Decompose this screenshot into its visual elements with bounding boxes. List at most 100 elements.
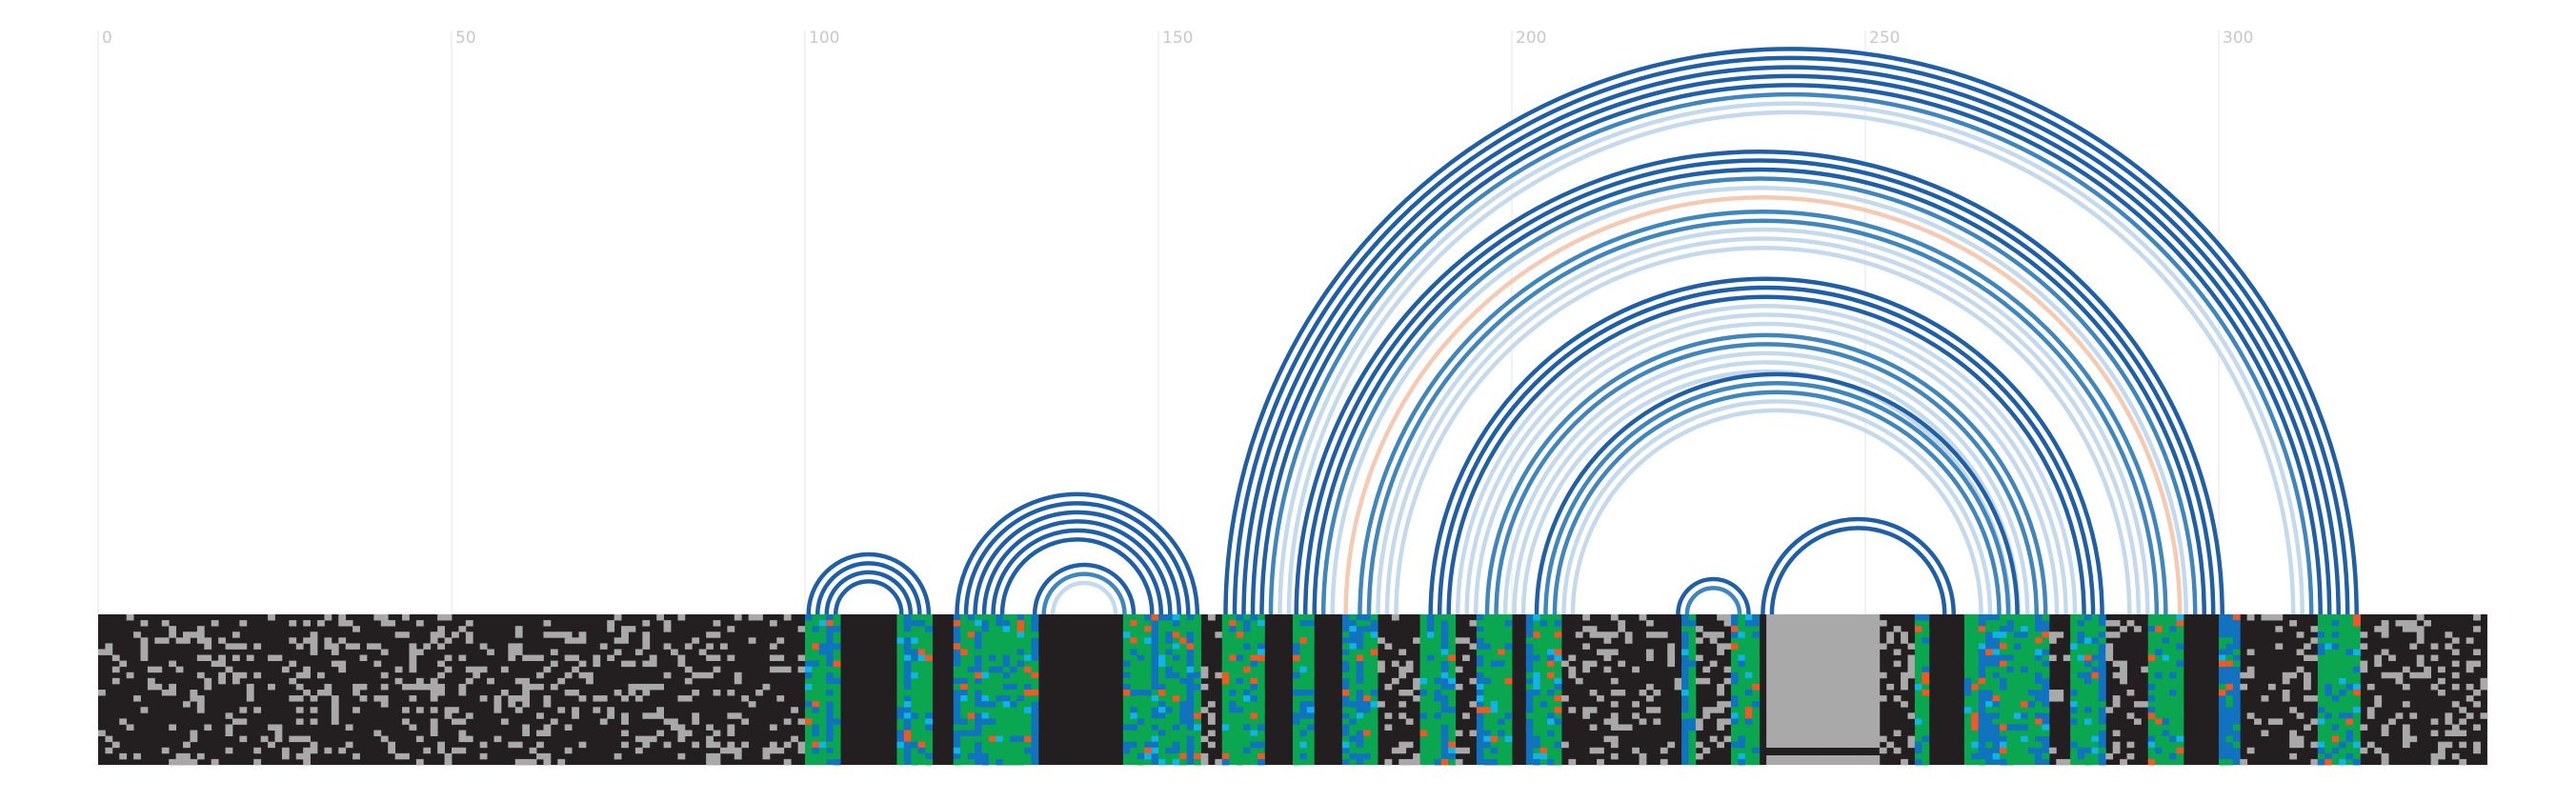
track-cell — [2381, 672, 2389, 679]
track-cell — [373, 695, 382, 702]
track-cell — [2035, 637, 2043, 644]
track-cell — [514, 741, 523, 749]
track-cell — [692, 718, 700, 725]
track-cell — [833, 614, 841, 765]
track-cell — [2042, 614, 2050, 621]
track-cell — [1992, 620, 2001, 627]
track-cell — [1158, 712, 1166, 719]
track-cell — [578, 632, 587, 638]
track-cell — [1413, 683, 1420, 691]
track-cell — [960, 649, 969, 655]
track-cell — [2077, 620, 2085, 627]
track-cell — [1992, 735, 2001, 743]
track-cell — [1865, 614, 1873, 748]
track-cell — [2416, 660, 2425, 668]
track-cell — [826, 683, 835, 691]
track-cell — [430, 683, 438, 691]
track-cell — [967, 666, 976, 673]
track-cell — [175, 752, 184, 760]
track-cell — [2339, 690, 2346, 696]
track-cell — [2289, 741, 2298, 749]
track-cell — [1363, 614, 1371, 621]
track-cell — [2021, 614, 2029, 621]
track-cell — [1130, 637, 1138, 644]
track-cell — [1865, 755, 1873, 765]
track-cell — [1547, 741, 1555, 749]
track-cell — [1299, 666, 1308, 673]
track-cell — [1426, 677, 1435, 685]
track-cell — [727, 712, 735, 719]
track-cell — [1476, 724, 1484, 731]
track-cell — [437, 632, 445, 638]
track-cell — [225, 712, 233, 719]
track-cell — [1299, 620, 1308, 627]
track-cell — [231, 672, 240, 679]
track-cell — [1363, 614, 1371, 765]
track-cell — [1744, 718, 1753, 725]
track-cell — [2035, 666, 2043, 673]
track-cell — [1363, 730, 1371, 737]
track-cell — [1794, 755, 1802, 765]
track-cell — [1370, 747, 1379, 754]
track-cell — [98, 730, 106, 737]
track-cell — [2304, 695, 2311, 702]
track-cell — [2232, 712, 2241, 719]
track-cell — [1589, 707, 1598, 713]
track-cell — [274, 730, 283, 737]
track-cell — [1901, 637, 1908, 644]
track-cell — [1341, 741, 1350, 749]
track-cell — [1901, 758, 1908, 766]
track-cell — [1582, 666, 1591, 673]
track-cell — [1165, 666, 1174, 673]
track-cell — [1207, 701, 1216, 708]
track-cell — [1744, 707, 1753, 713]
track-cell — [1440, 752, 1449, 760]
track-cell — [268, 724, 275, 731]
track-cell — [522, 701, 531, 708]
track-cell — [1653, 690, 1661, 696]
track-cell — [1002, 690, 1011, 696]
track-cell — [1165, 707, 1174, 713]
arc — [999, 537, 1155, 615]
track-cell — [1702, 712, 1711, 719]
track-cell — [1498, 666, 1505, 673]
arc — [955, 491, 1200, 615]
track-cell — [1165, 614, 1174, 765]
track-cell — [2042, 637, 2050, 644]
track-cell — [1236, 683, 1244, 691]
track-cell — [1405, 758, 1414, 766]
track-cell — [310, 707, 318, 713]
track-cell — [1483, 758, 1492, 766]
track-cell — [2324, 683, 2333, 691]
track-cell — [1490, 701, 1499, 708]
track-cell — [1194, 649, 1201, 655]
track-cell — [1886, 637, 1895, 644]
track-cell — [1547, 752, 1555, 760]
track-cell — [2296, 632, 2304, 638]
track-cell — [2084, 654, 2092, 662]
track-cell — [514, 707, 523, 713]
track-cell — [642, 637, 651, 644]
track-cell — [925, 752, 933, 760]
track-cell — [614, 614, 622, 621]
track-cell — [634, 695, 643, 702]
track-cell — [2176, 741, 2184, 749]
track-cell — [2317, 643, 2325, 650]
track-cell — [1597, 649, 1604, 655]
track-cell — [437, 660, 445, 668]
track-cell — [1886, 632, 1895, 638]
track-cell — [1681, 747, 1689, 754]
track-cell — [1744, 712, 1753, 719]
track-cell — [1002, 637, 1011, 644]
track-cell — [1999, 677, 2007, 685]
track-cell — [677, 735, 686, 743]
track-cell — [2147, 735, 2156, 743]
track-cell — [2176, 620, 2184, 627]
track-cell — [988, 654, 996, 662]
arc — [981, 519, 1173, 615]
track-cell — [289, 620, 297, 627]
arc — [1259, 83, 2323, 615]
track-cell — [911, 741, 919, 749]
track-cell — [373, 614, 382, 621]
track-cell — [996, 730, 1004, 737]
